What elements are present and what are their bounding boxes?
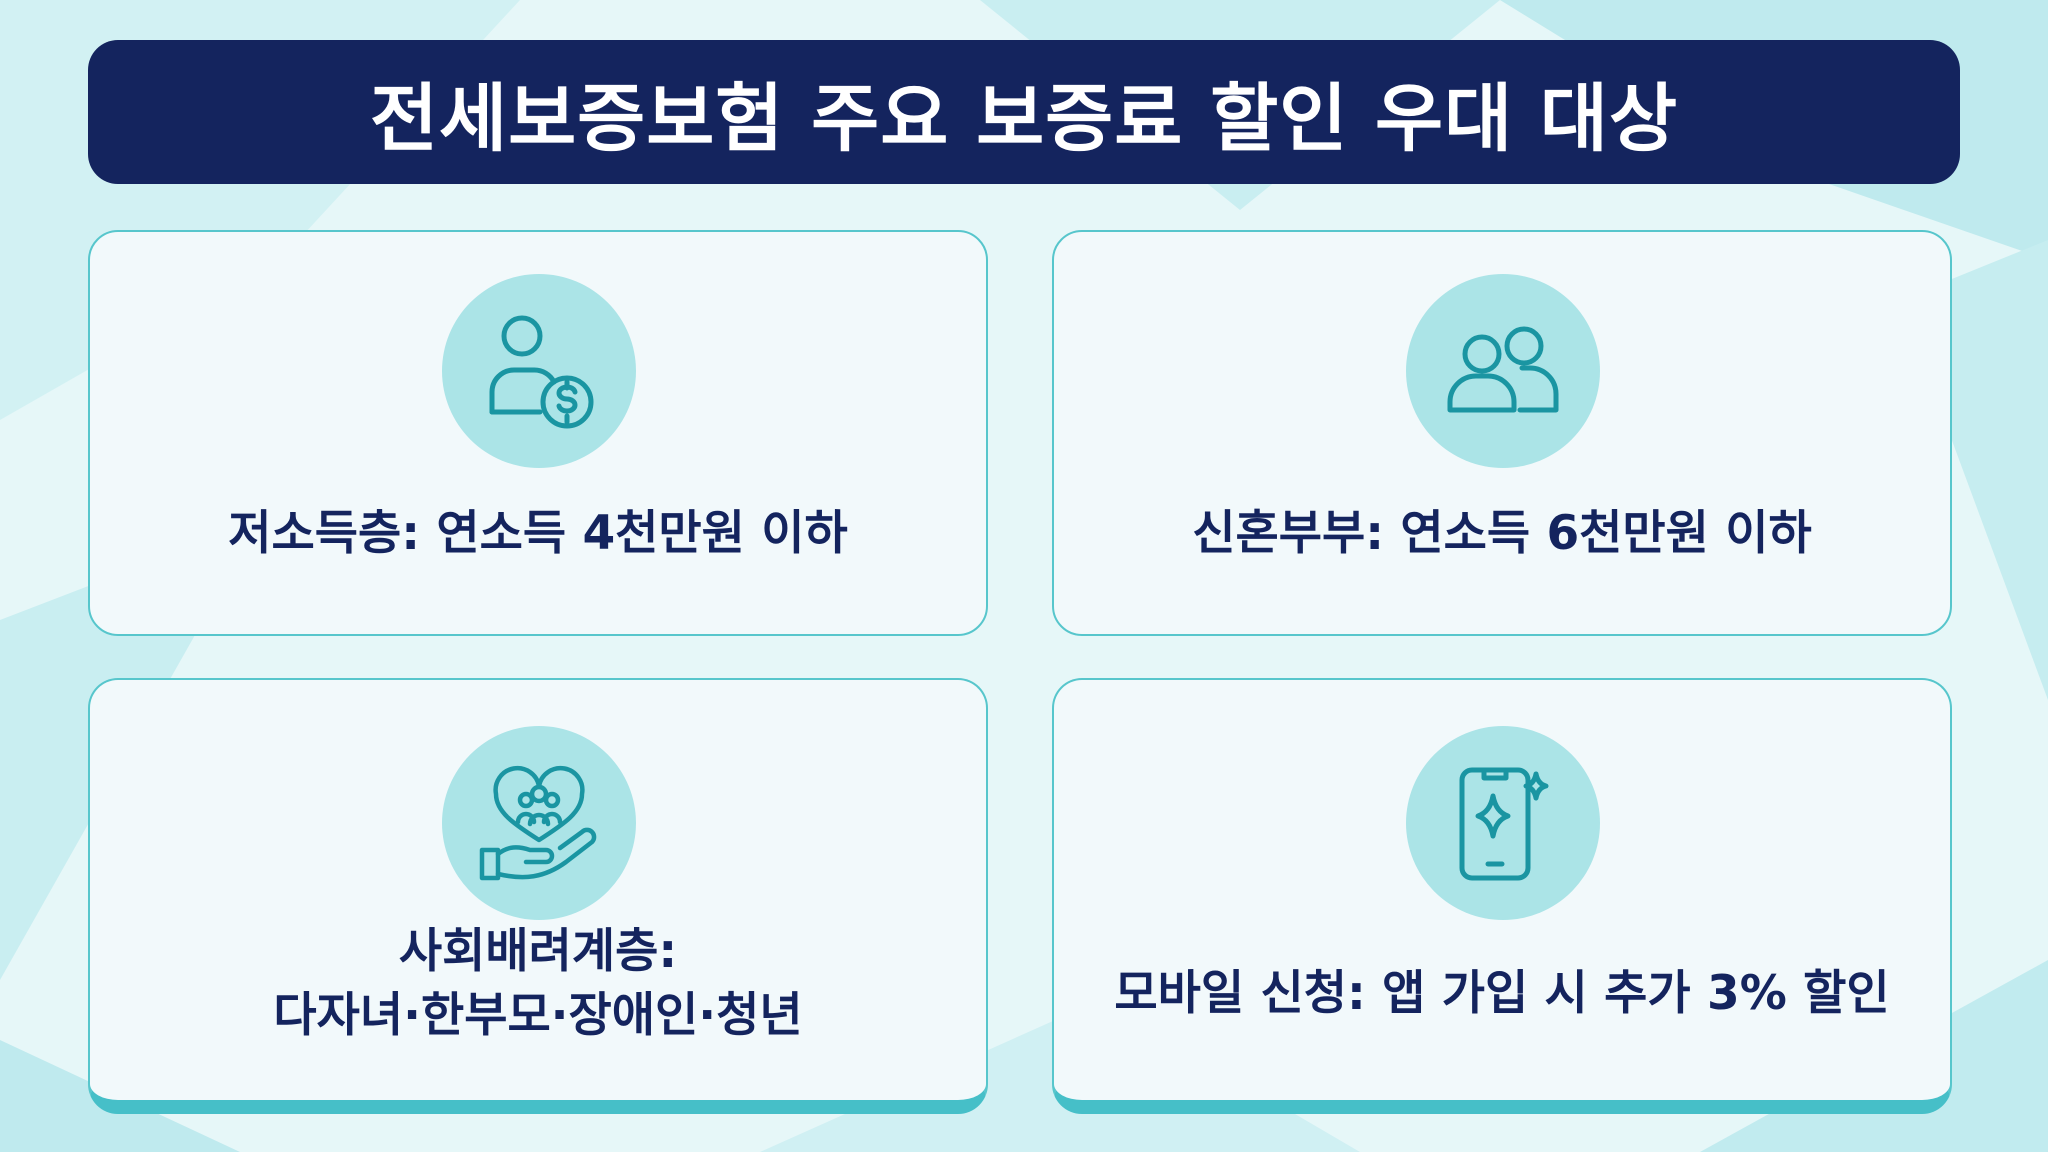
heart-hand-family-icon (479, 765, 597, 881)
card-label: 사회배려계층: 다자녀·한부모·장애인·청년 (90, 920, 986, 1048)
title-banner: 전세보증보험 주요 보증료 할인 우대 대상 (88, 40, 1960, 184)
card-social-care: 사회배려계층: 다자녀·한부모·장애인·청년 (88, 678, 988, 1114)
page-title: 전세보증보험 주요 보증료 할인 우대 대상 (369, 75, 1679, 162)
couple-icon (1447, 326, 1559, 413)
card-label: 모바일 신청: 앱 가입 시 추가 3% 할인 (1114, 966, 1890, 1021)
card-low-income: 저소득층: 연소득 4천만원 이하 (88, 230, 988, 636)
icon-badge (442, 274, 636, 468)
person-coin-icon (489, 315, 594, 429)
card-label: 저소득층: 연소득 4천만원 이하 (228, 506, 848, 561)
card-newlyweds: 신혼부부: 연소득 6천만원 이하 (1052, 230, 1952, 636)
icon-badge (1406, 274, 1600, 468)
icon-badge (1406, 726, 1600, 920)
card-mobile: 모바일 신청: 앱 가입 시 추가 3% 할인 (1052, 678, 1952, 1114)
card-label-line2: 다자녀·한부모·장애인·청년 (273, 988, 803, 1043)
smartphone-sparkle-icon (1459, 767, 1549, 881)
icon-badge (442, 726, 636, 920)
card-label: 신혼부부: 연소득 6천만원 이하 (1192, 506, 1812, 561)
card-label-line1: 사회배려계층: (398, 924, 678, 979)
